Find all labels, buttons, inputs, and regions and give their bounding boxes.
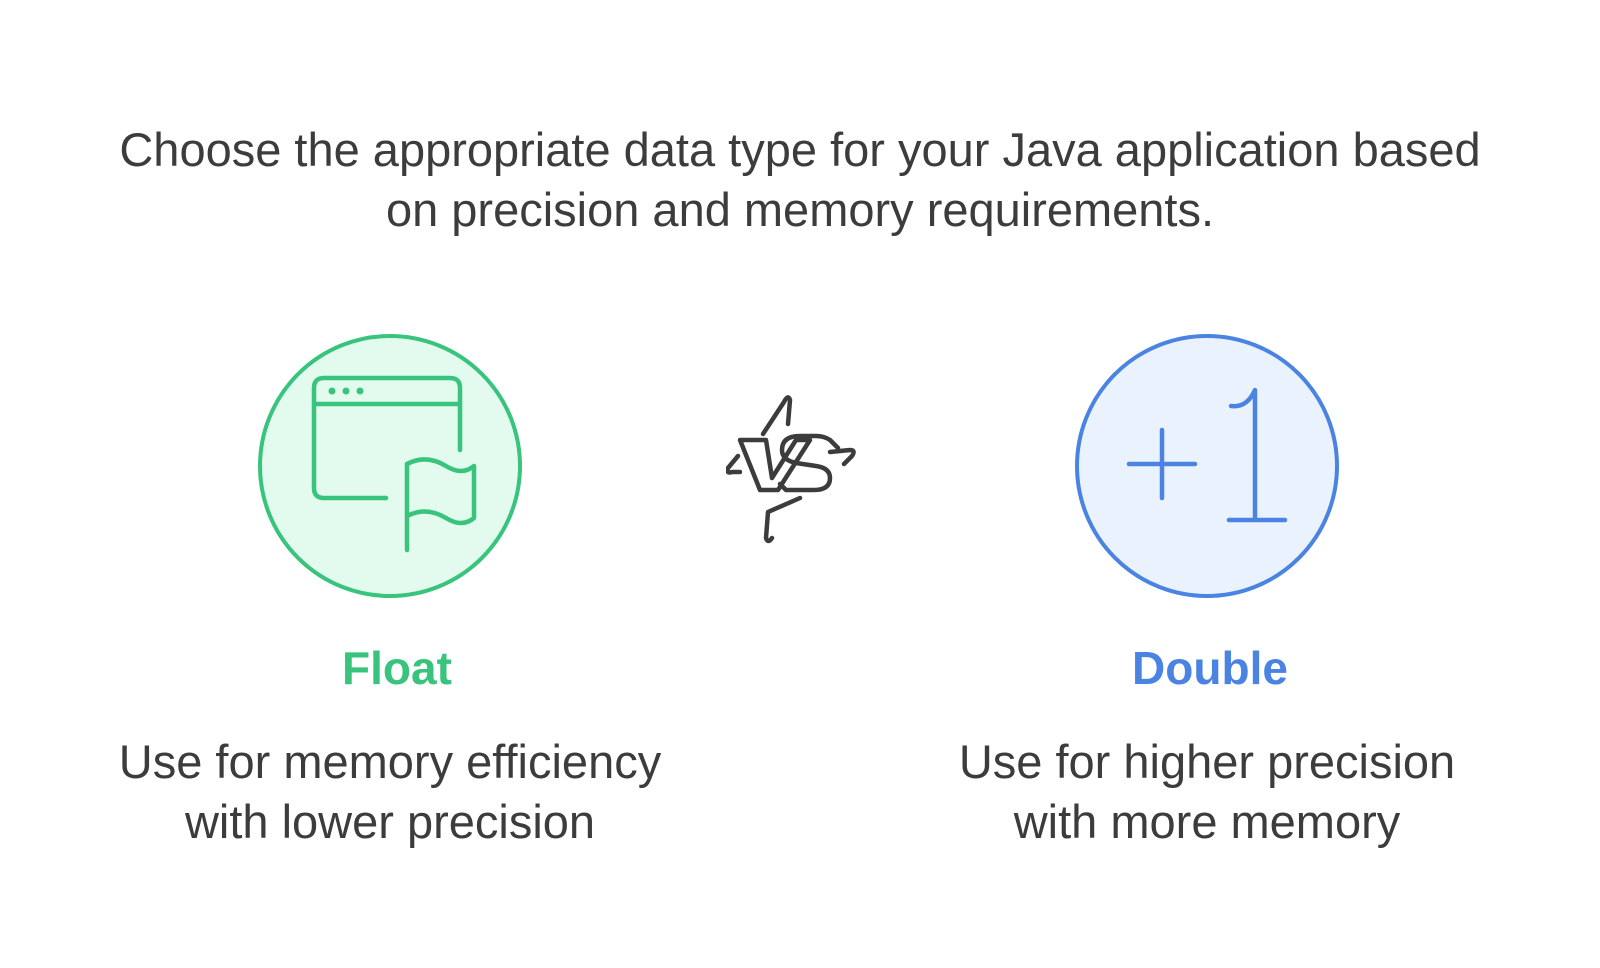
page-title: Choose the appropriate data type for you… <box>0 120 1600 240</box>
float-description-line-2: with lower precision <box>184 795 596 848</box>
vs-lightning-icon <box>726 395 856 544</box>
browser-flag-icon <box>311 375 477 553</box>
double-icon-circle <box>1075 334 1339 598</box>
double-description-line-1: Use for higher precision <box>958 735 1456 788</box>
double-description-line-2: with more memory <box>1013 795 1401 848</box>
double-description: Use for higher precision with more memor… <box>857 732 1557 852</box>
float-heading: Float <box>342 642 452 694</box>
double-heading: Double <box>1132 642 1288 694</box>
float-description: Use for memory efficiency with lower pre… <box>40 732 740 852</box>
float-icon-circle <box>258 334 522 598</box>
title-line-1: Choose the appropriate data type for you… <box>119 123 1481 176</box>
float-description-line-1: Use for memory efficiency <box>118 735 662 788</box>
title-line-2: on precision and memory requirements. <box>385 183 1215 236</box>
plus-one-icon <box>1126 387 1288 523</box>
